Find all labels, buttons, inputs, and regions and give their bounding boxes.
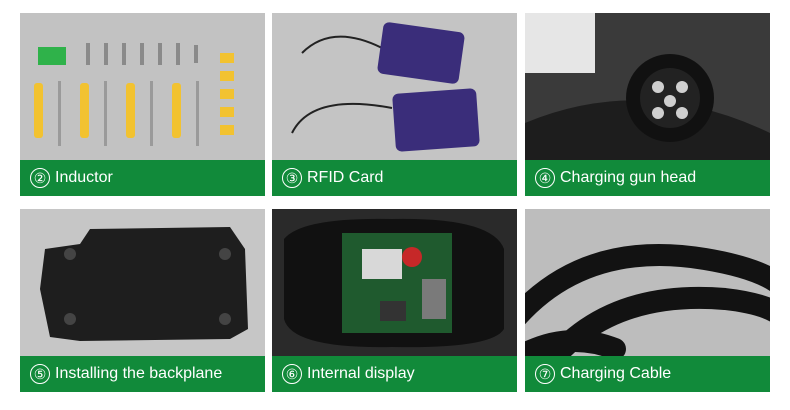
number-badge: ⑦: [535, 364, 555, 384]
caption-label: Charging Cable: [560, 365, 672, 382]
caption-label: Internal display: [307, 365, 415, 382]
tile-charging-cable: ⑦ Charging Cable: [525, 209, 770, 392]
tile-charging-gun-head: ④ Charging gun head: [525, 13, 770, 196]
number-badge: ⑥: [282, 364, 302, 384]
caption-bar: ⑥ Internal display: [272, 356, 517, 392]
tile-inductor: ② Inductor: [20, 13, 265, 196]
number-badge: ④: [535, 168, 555, 188]
number-badge: ②: [30, 168, 50, 188]
caption-bar: ② Inductor: [20, 160, 265, 196]
tile-backplane: ⑤ Installing the backplane: [20, 209, 265, 392]
caption-bar: ⑦ Charging Cable: [525, 356, 770, 392]
caption-label: Inductor: [55, 169, 113, 186]
caption-bar: ③ RFID Card: [272, 160, 517, 196]
caption-bar: ④ Charging gun head: [525, 160, 770, 196]
caption-bar: ⑤ Installing the backplane: [20, 356, 265, 392]
number-badge: ③: [282, 168, 302, 188]
caption-label: Installing the backplane: [55, 365, 223, 382]
tile-internal-display: ⑥ Internal display: [272, 209, 517, 392]
caption-label: Charging gun head: [560, 169, 697, 186]
tile-rfid-card: ③ RFID Card: [272, 13, 517, 196]
caption-label: RFID Card: [307, 169, 384, 186]
number-badge: ⑤: [30, 364, 50, 384]
